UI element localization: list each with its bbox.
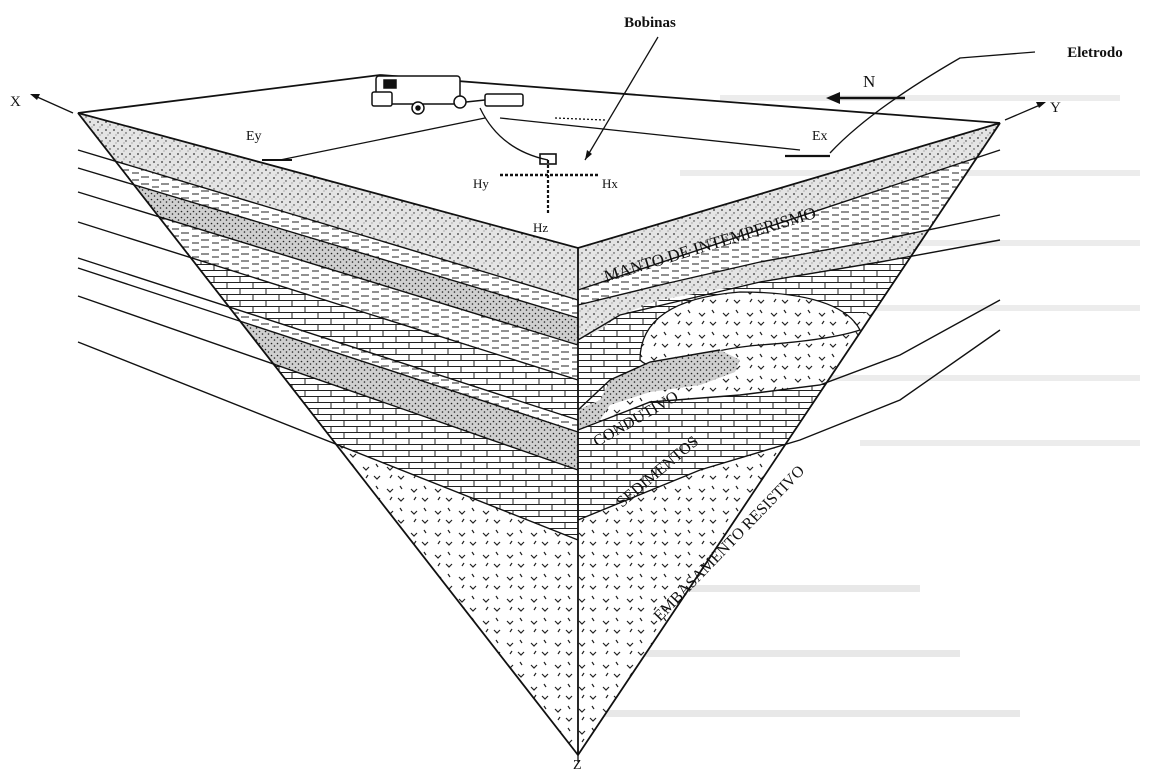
sensor-label-hz: Hz [533,220,548,235]
axis-x-label: X [10,94,21,110]
sensor-label-hy: Hy [473,176,489,191]
survey-cables [280,108,800,160]
sensor-label-hx: Hx [602,176,618,191]
callout-coils-label: Bobinas [624,15,676,31]
axis-y: Y [1005,100,1061,120]
axis-x: X [10,94,73,113]
electrode-ex: Ex [785,129,830,156]
axis-z-label: Z [573,758,582,769]
electrode-ey: Ey [246,129,292,160]
north-arrow: N [826,72,905,104]
callout-electrode-label: Eletrodo [1067,45,1123,61]
coil-station [500,154,598,215]
sensor-label-ex: Ex [812,129,828,144]
survey-truck [372,76,523,114]
axis-y-label: Y [1050,100,1061,116]
callout-coils: Bobinas [585,15,676,160]
sensor-label-ey: Ey [246,129,262,144]
north-label: N [863,72,875,91]
